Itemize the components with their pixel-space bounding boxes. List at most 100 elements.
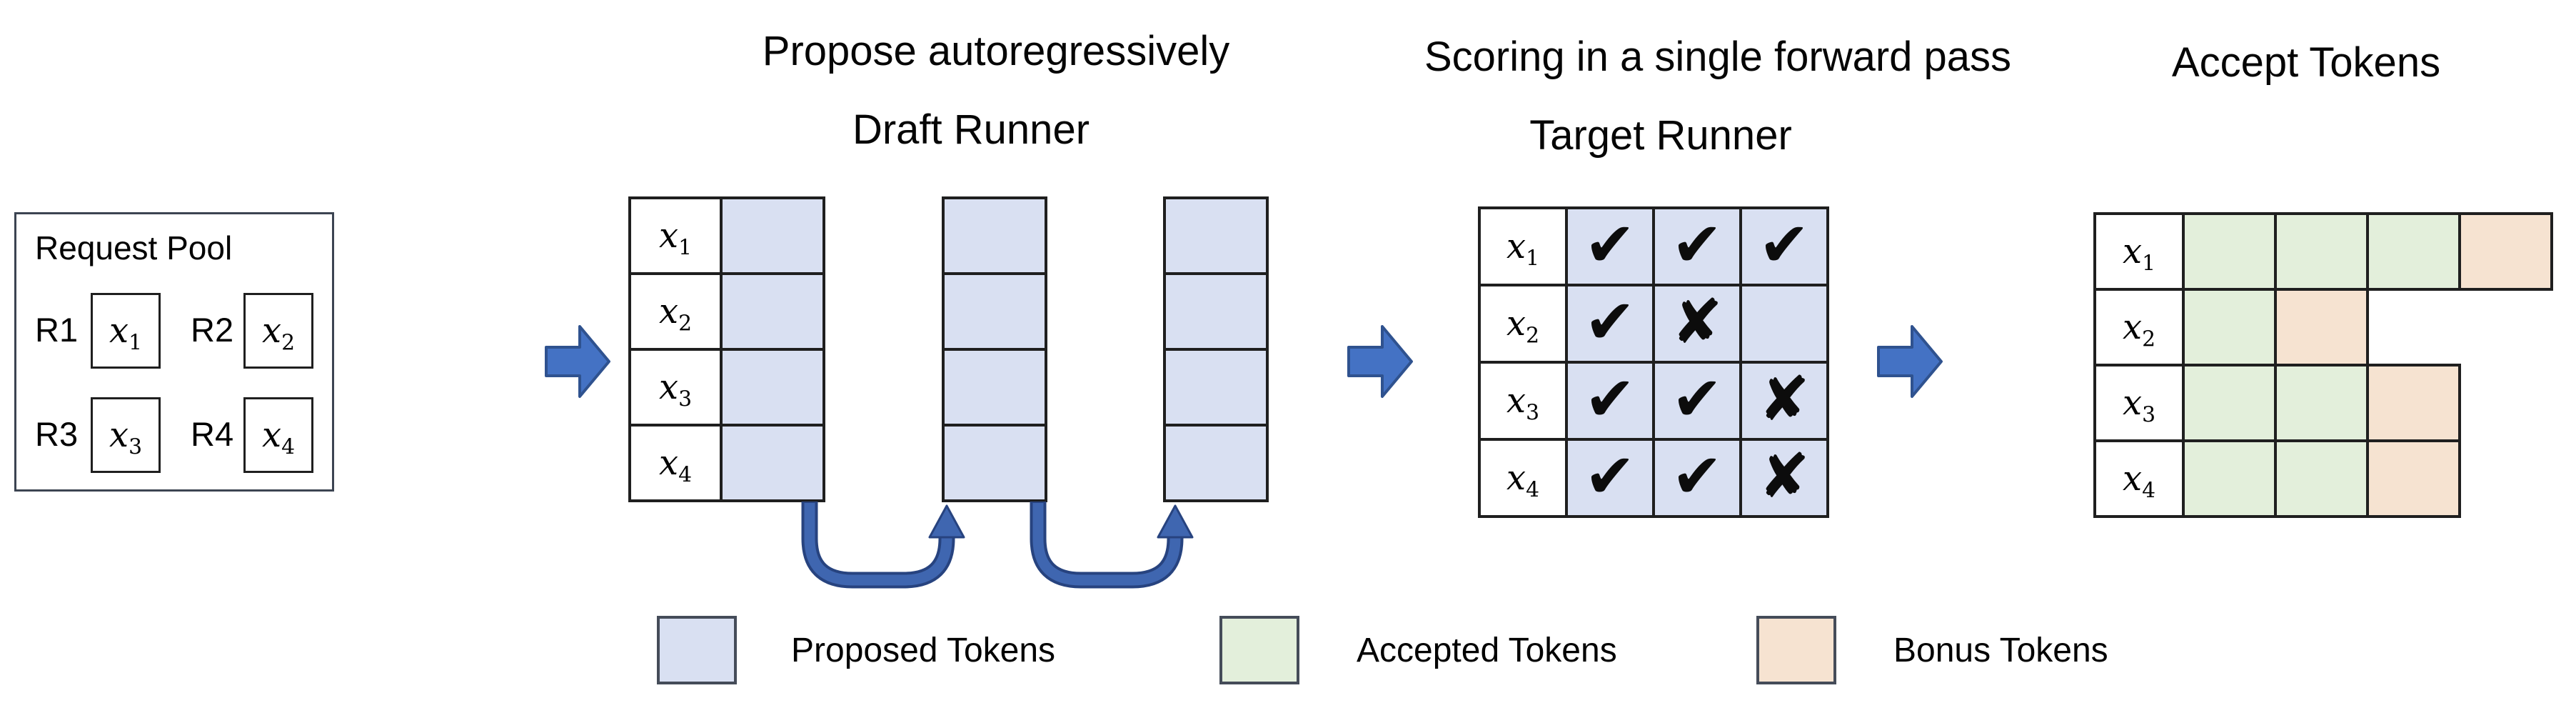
table-row: x1 ✔ ✔ ✔ (1478, 206, 1829, 286)
accept-cell (2182, 364, 2277, 442)
target-process-heading: Scoring in a single forward pass (1424, 34, 2012, 80)
draft-proposal-column-2 (942, 196, 1047, 502)
request-id-r1: R1 (35, 311, 79, 349)
token-x1: x1 (2122, 231, 2155, 276)
accept-cell (2366, 439, 2461, 518)
score-cell: ✘ (1739, 361, 1829, 441)
token-box-x4: x4 (243, 397, 313, 473)
score-mark: ✔ (1584, 286, 1636, 358)
accept-cell (2366, 364, 2461, 442)
right-arrow-icon (545, 325, 610, 398)
token-x3: x3 (109, 415, 142, 460)
table-row: x2 (2093, 288, 2553, 367)
proposed-cell (942, 196, 1047, 275)
score-mark: ✔ (1671, 441, 1724, 512)
accept-cell (2458, 364, 2553, 442)
request-pool-title: Request Pool (35, 229, 233, 266)
legend-label-bonus: Bonus Tokens (1893, 632, 2108, 669)
score-cell: ✘ (1652, 284, 1742, 364)
draft-runner-heading: Draft Runner (852, 106, 1090, 153)
token-x1: x1 (109, 311, 142, 356)
score-cell: ✔ (1565, 206, 1655, 286)
row-label-cell: x4 (628, 424, 723, 502)
right-arrow-icon (1347, 325, 1413, 398)
token-x3: x3 (1506, 381, 1539, 426)
token-x4: x4 (261, 415, 295, 460)
accept-cell (2366, 212, 2461, 291)
target-runner-heading: Target Runner (1529, 112, 1792, 159)
score-mark: ✔ (1584, 441, 1636, 512)
accept-cell (2274, 288, 2369, 367)
proposed-cell (1163, 272, 1269, 351)
accept-cell (2182, 439, 2277, 518)
row-label-cell: x3 (2093, 364, 2185, 442)
row-label-cell: x2 (1478, 284, 1568, 364)
score-cell: ✘ (1739, 438, 1829, 518)
score-cell: ✔ (1739, 206, 1829, 286)
proposed-cell (1163, 348, 1269, 427)
accept-cell (2274, 364, 2369, 442)
token-x1: x1 (658, 216, 692, 261)
accept-cell (2366, 288, 2461, 367)
token-x4: x4 (1506, 458, 1539, 503)
token-x3: x3 (2122, 383, 2155, 428)
table-row: x4 (2093, 439, 2553, 518)
token-box-x1: x1 (91, 293, 161, 369)
accept-cell (2182, 288, 2277, 367)
score-mark: ✘ (1758, 364, 1811, 435)
accept-token-grid: x1 x2 x3 x4 (2093, 212, 2553, 518)
accept-cell (2458, 439, 2553, 518)
proposed-cell (1163, 196, 1269, 275)
draft-proposal-column-1 (720, 196, 825, 502)
draft-proposal-column-3 (1163, 196, 1269, 502)
request-id-r2: R2 (191, 311, 234, 349)
legend-swatch-accepted (1219, 616, 1299, 684)
token-box-x2: x2 (243, 293, 313, 369)
proposed-cell (720, 348, 825, 427)
token-x4: x4 (2122, 459, 2155, 504)
target-score-grid: x1 ✔ ✔ ✔ x2 ✔ ✘ x3 ✔ ✔ ✘ x4 ✔ (1478, 206, 1829, 518)
accept-cell (2274, 212, 2369, 291)
token-x2: x2 (658, 291, 692, 336)
score-cell: ✔ (1565, 361, 1655, 441)
request-pool-box: Request Pool R1 x1 R2 x2 R3 x3 R4 x4 (14, 212, 334, 492)
row-label-cell: x1 (1478, 206, 1568, 286)
accept-cell (2458, 212, 2553, 291)
loop-arrow-icon (1030, 502, 1194, 589)
request-id-r3: R3 (35, 415, 79, 453)
proposed-cell (942, 424, 1047, 502)
token-x2: x2 (261, 311, 295, 356)
score-mark: ✔ (1671, 209, 1724, 281)
proposed-cell (1163, 424, 1269, 502)
proposed-cell (720, 196, 825, 275)
token-box-x3: x3 (91, 397, 161, 473)
draft-process-heading: Propose autoregressively (762, 28, 1230, 74)
proposed-cell (720, 424, 825, 502)
score-cell: ✔ (1565, 284, 1655, 364)
table-row: x2 ✔ ✘ (1478, 284, 1829, 364)
row-label-cell: x2 (2093, 288, 2185, 367)
token-x2: x2 (2122, 307, 2155, 352)
score-mark: ✔ (1584, 209, 1636, 281)
accept-tokens-heading: Accept Tokens (2171, 39, 2441, 86)
score-cell: ✔ (1652, 206, 1742, 286)
row-label-cell: x1 (628, 196, 723, 275)
proposed-cell (720, 272, 825, 351)
token-x2: x2 (1506, 304, 1539, 349)
request-id-r4: R4 (191, 415, 234, 453)
accept-cell (2274, 439, 2369, 518)
row-label-cell: x3 (1478, 361, 1568, 441)
score-mark: ✘ (1758, 441, 1811, 512)
score-mark: ✔ (1584, 364, 1636, 435)
token-x1: x1 (1506, 226, 1539, 271)
legend-label-proposed: Proposed Tokens (791, 632, 1056, 669)
table-row: x3 (2093, 364, 2553, 442)
draft-sequence-column: x1 x2 x3 x4 (628, 196, 723, 502)
score-cell: ✔ (1652, 361, 1742, 441)
row-label-cell: x1 (2093, 212, 2185, 291)
accept-cell (2182, 212, 2277, 291)
score-cell (1739, 284, 1829, 364)
legend-swatch-bonus (1756, 616, 1836, 684)
legend-swatch-proposed (657, 616, 737, 684)
